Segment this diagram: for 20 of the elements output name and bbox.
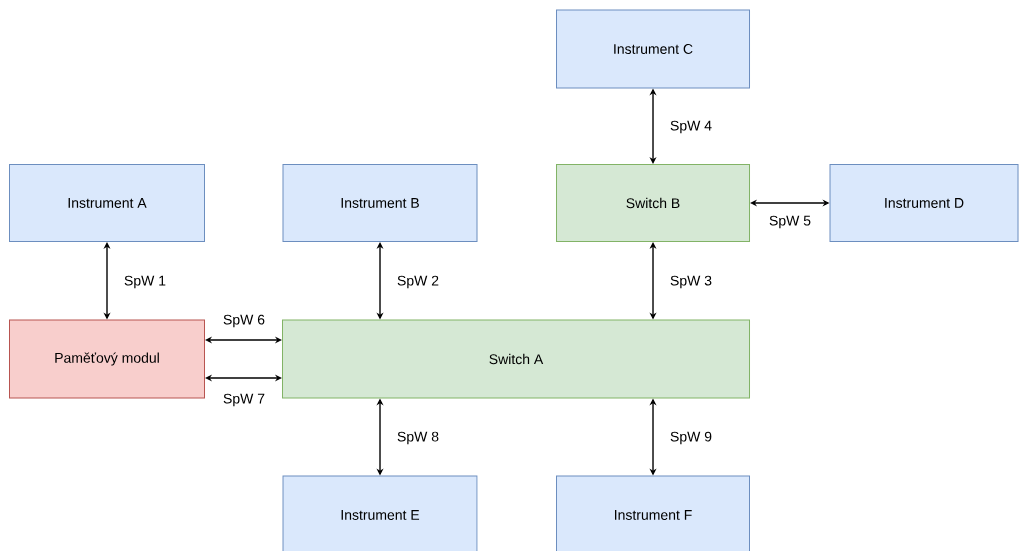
switch-box: Switch A	[282, 319, 750, 399]
switch-box: Switch B	[556, 164, 750, 242]
edge-label: SpW 2	[397, 275, 439, 289]
instrument-box: Instrument C	[556, 9, 750, 89]
instrument-box: Instrument A	[9, 164, 205, 242]
edge-label: SpW 3	[670, 275, 712, 289]
instrument-box: Instrument E	[282, 475, 478, 551]
arrow	[205, 374, 282, 382]
instrument-box: Instrument B	[282, 164, 478, 242]
edge-label: SpW 8	[397, 431, 439, 445]
edge-label: SpW 9	[670, 431, 712, 445]
edge-label: SpW 7	[223, 393, 265, 407]
edge-label: SpW 5	[769, 215, 811, 229]
edge-label: SpW 6	[223, 314, 265, 328]
instrument-box: Instrument D	[829, 164, 1019, 242]
instrument-box: Instrument F	[556, 475, 750, 551]
edge-label: SpW 1	[124, 275, 166, 289]
memory-module-box: Paměťový modul	[9, 319, 205, 399]
arrow	[205, 336, 282, 344]
edge-label: SpW 4	[670, 120, 712, 134]
